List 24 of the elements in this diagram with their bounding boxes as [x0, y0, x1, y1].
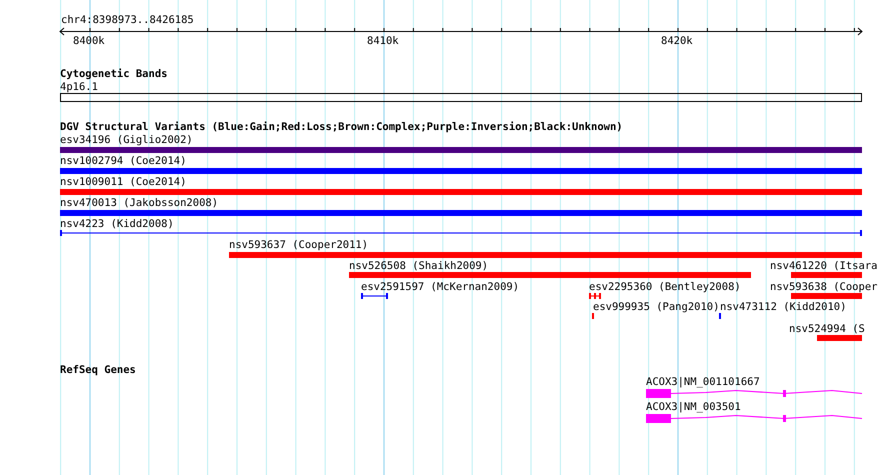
variant-label: nsv524994 (S — [789, 323, 865, 335]
variant-label: nsv4223 (Kidd2008) — [60, 218, 174, 230]
variant-label: esv2295360 (Bentley2008) — [589, 281, 741, 293]
variant-label: nsv1009011 (Coe2014) — [60, 176, 186, 188]
gene-label: ACOX3|NM_003501 — [646, 401, 741, 413]
track-title: Cytogenetic Bands — [60, 68, 168, 80]
variant-label: nsv593637 (Cooper2011) — [229, 239, 368, 251]
variant-label: esv34196 (Giglio2002) — [60, 134, 193, 146]
variant-label: nsv470013 (Jakobsson2008) — [60, 197, 218, 209]
scale-tick-label: 8410k — [367, 35, 399, 47]
variant-label: nsv593638 (Cooper — [770, 281, 878, 293]
track-title: RefSeq Genes — [60, 364, 136, 376]
track-title: DGV Structural Variants (Blue:Gain;Red:Loss;Brown:Complex;Purple:Inversion;Black:Unknown) — [60, 121, 623, 133]
variant-label: nsv526508 (Shaikh2009) — [349, 260, 488, 272]
region-label: chr4:8398973..8426185 — [61, 14, 194, 26]
variant-label: esv2591597 (McKernan2009) — [361, 281, 520, 293]
variant-label: nsv461220 (Itsara — [770, 260, 878, 272]
scale-tick-label: 8420k — [661, 35, 693, 47]
variant-label: nsv473112 (Kidd2010) — [720, 301, 846, 313]
gene-label: ACOX3|NM_001101667 — [646, 376, 760, 388]
variant-label: nsv1002794 (Coe2014) — [60, 155, 186, 167]
variant-label: esv999935 (Pang2010) — [593, 301, 720, 313]
band-label: 4p16.1 — [60, 81, 98, 93]
scale-tick-label: 8400k — [73, 35, 105, 47]
